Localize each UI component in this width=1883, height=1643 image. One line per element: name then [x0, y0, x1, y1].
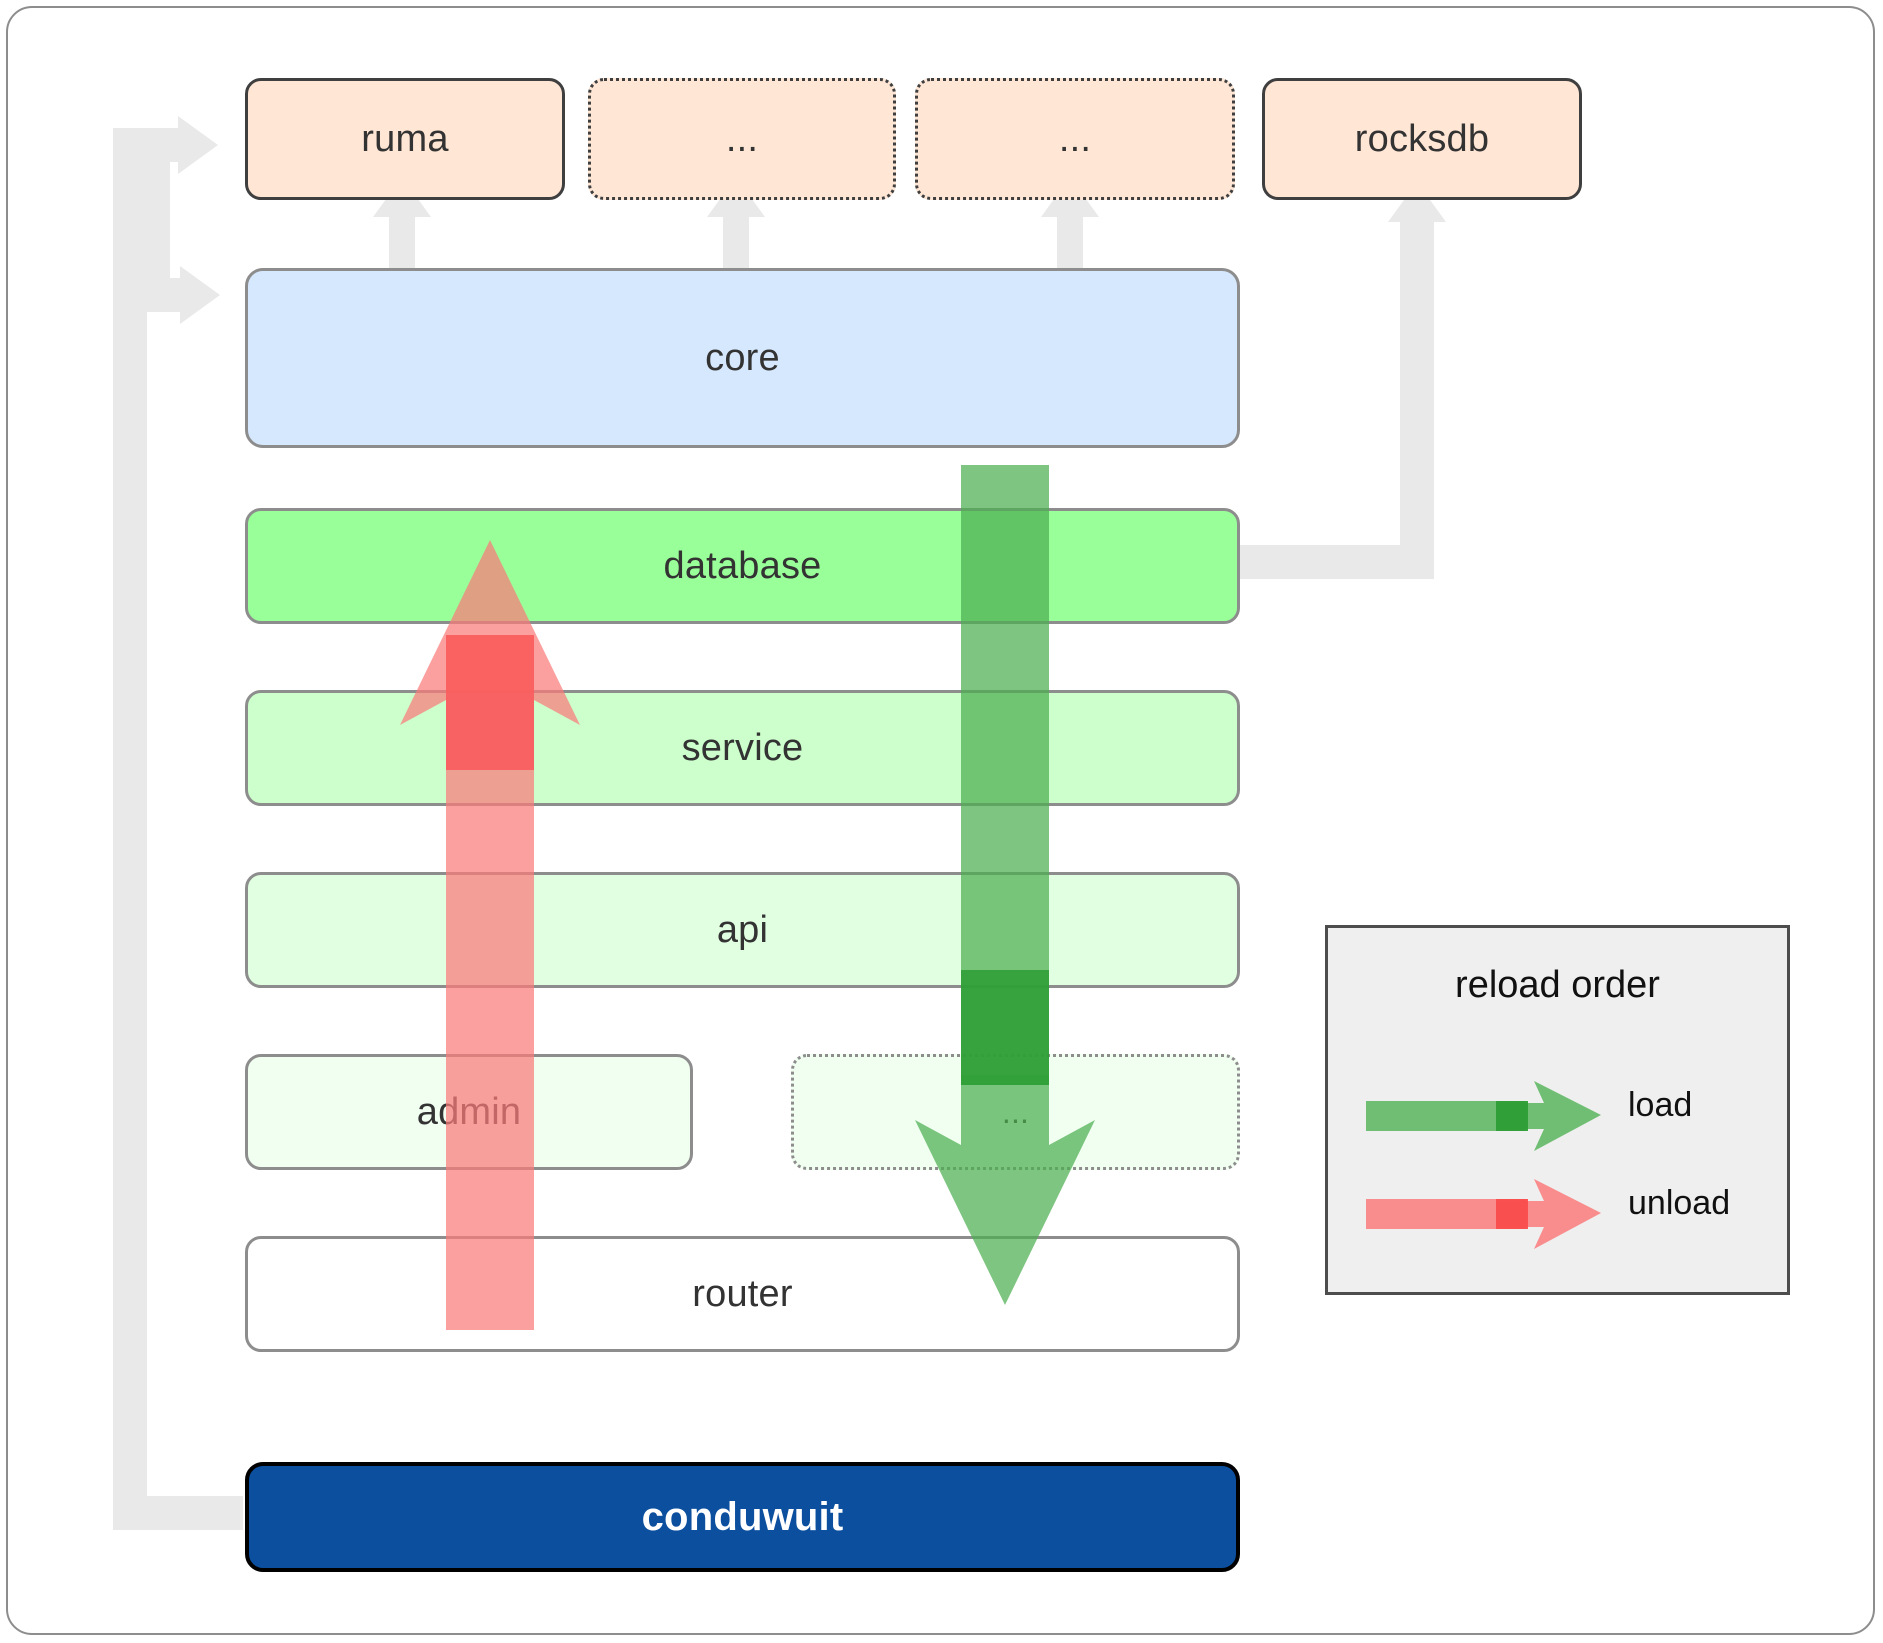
connector-left-spine-vertical	[113, 128, 147, 1530]
connector-left-spine-bottom	[113, 1496, 243, 1530]
node-crate-ellipsis-1[interactable]: ...	[588, 78, 896, 200]
legend-label-load: load	[1628, 1086, 1693, 1124]
connector-to-ruma-horizontal	[113, 128, 190, 162]
node-label: conduwuit	[641, 1494, 844, 1539]
node-label: ...	[1058, 117, 1092, 160]
node-crate-ruma[interactable]: ruma	[245, 78, 565, 200]
legend-label-unload: unload	[1628, 1184, 1731, 1222]
legend-reload-order: reload order load unload	[1325, 925, 1790, 1295]
connector-to-core-arrowhead	[180, 266, 220, 324]
arrow-unload	[390, 540, 590, 1330]
node-crate-ellipsis-2[interactable]: ...	[915, 78, 1235, 200]
node-core[interactable]: core	[245, 268, 1240, 448]
node-label: service	[681, 726, 804, 769]
node-label: api	[716, 908, 769, 951]
node-label: ...	[725, 117, 759, 160]
connector-to-ruma-arrowhead	[178, 116, 218, 174]
node-label: rocksdb	[1354, 117, 1490, 160]
node-label: database	[663, 544, 822, 587]
node-layer-api[interactable]: api	[245, 872, 1240, 988]
connector-db-to-rocksdb-horizontal	[1230, 545, 1420, 579]
node-binary-conduwuit[interactable]: conduwuit	[245, 1462, 1240, 1572]
arrow-load	[905, 465, 1105, 1305]
node-label: core	[705, 336, 780, 379]
node-crate-rocksdb[interactable]: rocksdb	[1262, 78, 1582, 200]
node-layer-router[interactable]: router	[245, 1236, 1240, 1352]
node-label: ruma	[361, 117, 449, 160]
legend-arrow-load	[1366, 1073, 1601, 1153]
legend-arrow-unload	[1366, 1171, 1601, 1251]
legend-title: reload order	[1455, 964, 1660, 1006]
node-label: router	[692, 1272, 793, 1315]
connector-db-to-rocksdb-vertical	[1400, 222, 1434, 579]
